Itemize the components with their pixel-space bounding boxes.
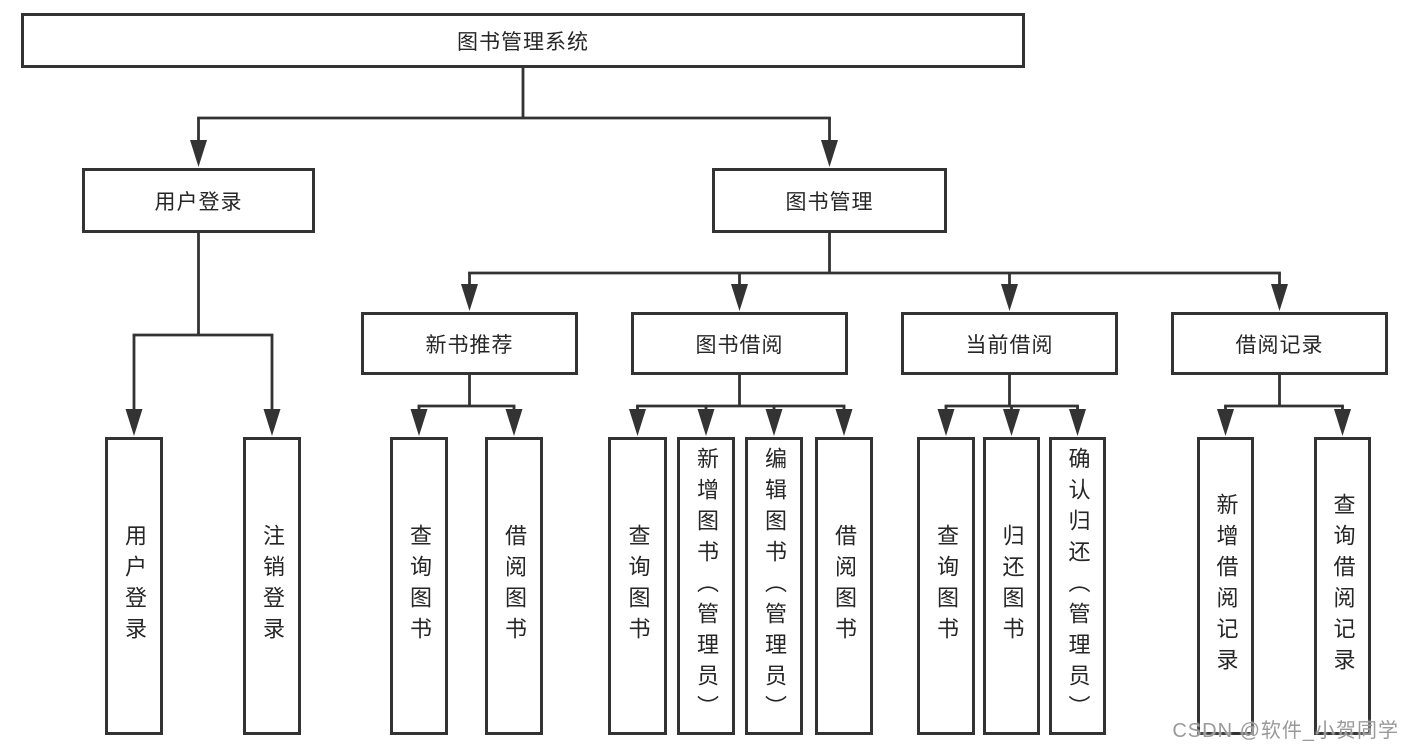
- node-label-leaf-logout: 注销登录: [260, 524, 285, 648]
- node-leaf-query-book-2: 查询图书: [608, 437, 667, 735]
- node-leaf-edit-book: 编辑图书（管理员）: [745, 437, 803, 735]
- node-label-leaf-confirm-return: 确认归还（管理员）: [1065, 446, 1091, 726]
- node-label-leaf-query-book-1: 查询图书: [407, 524, 432, 648]
- node-leaf-user-login: 用户登录: [105, 437, 163, 735]
- arrowhead-icon: [1271, 284, 1288, 311]
- arrowhead-icon: [937, 409, 955, 436]
- arrowhead-icon: [190, 140, 207, 167]
- node-label-leaf-query-borrow-record: 查询借阅记录: [1330, 493, 1356, 679]
- arrowhead-icon: [505, 409, 523, 436]
- node-leaf-logout: 注销登录: [243, 437, 301, 735]
- node-label-leaf-query-book-2: 查询图书: [625, 524, 651, 648]
- node-label-leaf-edit-book: 编辑图书（管理员）: [762, 446, 787, 726]
- node-label-current-borrow: 当前借阅: [965, 333, 1054, 357]
- node-label-leaf-add-borrow-record: 新增借阅记录: [1213, 493, 1239, 679]
- node-current-borrow: 当前借阅: [901, 312, 1118, 375]
- node-label-user-login: 用户登录: [154, 190, 243, 214]
- node-leaf-borrow-book-1: 借阅图书: [485, 437, 543, 735]
- node-label-leaf-return-book: 归还图书: [999, 524, 1025, 648]
- node-label-borrow-records: 借阅记录: [1235, 333, 1324, 357]
- node-label-leaf-borrow-book-1: 借阅图书: [502, 524, 527, 648]
- node-label-root: 图书管理系统: [457, 30, 589, 54]
- node-leaf-borrow-book-2: 借阅图书: [815, 437, 873, 735]
- arrowhead-icon: [1069, 409, 1086, 436]
- node-label-new-book-rec: 新书推荐: [425, 333, 514, 357]
- node-leaf-query-borrow-record: 查询借阅记录: [1314, 437, 1371, 735]
- node-label-leaf-borrow-book-2: 借阅图书: [832, 524, 857, 648]
- node-label-book-mgmt: 图书管理: [785, 190, 874, 214]
- node-new-book-rec: 新书推荐: [361, 312, 578, 375]
- arrowhead-icon: [461, 284, 478, 311]
- watermark: CSDN @软件_小贺同学: [1172, 720, 1399, 742]
- node-root: 图书管理系统: [21, 13, 1025, 68]
- arrowhead-icon: [410, 409, 428, 436]
- node-leaf-add-book: 新增图书（管理员）: [677, 437, 735, 735]
- node-leaf-return-book: 归还图书: [983, 437, 1040, 735]
- node-leaf-query-book-3: 查询图书: [917, 437, 975, 735]
- node-label-leaf-query-book-3: 查询图书: [934, 524, 959, 648]
- arrowhead-icon: [1334, 409, 1351, 436]
- node-leaf-confirm-return: 确认归还（管理员）: [1049, 437, 1106, 735]
- node-user-login: 用户登录: [82, 168, 315, 233]
- arrowhead-icon: [835, 409, 853, 436]
- node-leaf-query-book-1: 查询图书: [390, 437, 448, 735]
- arrowhead-icon: [697, 409, 715, 436]
- arrowhead-icon: [1217, 409, 1234, 436]
- arrowhead-icon: [765, 409, 783, 436]
- arrowhead-icon: [731, 284, 748, 311]
- arrowhead-icon: [125, 409, 143, 436]
- node-label-book-borrow: 图书借阅: [695, 333, 784, 357]
- arrowhead-icon: [1001, 284, 1018, 311]
- node-leaf-add-borrow-record: 新增借阅记录: [1197, 437, 1254, 735]
- node-book-borrow: 图书借阅: [631, 312, 848, 375]
- node-label-leaf-add-book: 新增图书（管理员）: [694, 446, 719, 726]
- node-book-mgmt: 图书管理: [712, 168, 947, 233]
- arrowhead-icon: [1003, 409, 1020, 436]
- arrowhead-icon: [263, 409, 281, 436]
- arrowhead-icon: [629, 409, 646, 436]
- node-label-leaf-user-login: 用户登录: [122, 524, 147, 648]
- node-borrow-records: 借阅记录: [1171, 312, 1388, 375]
- arrowhead-icon: [821, 140, 838, 167]
